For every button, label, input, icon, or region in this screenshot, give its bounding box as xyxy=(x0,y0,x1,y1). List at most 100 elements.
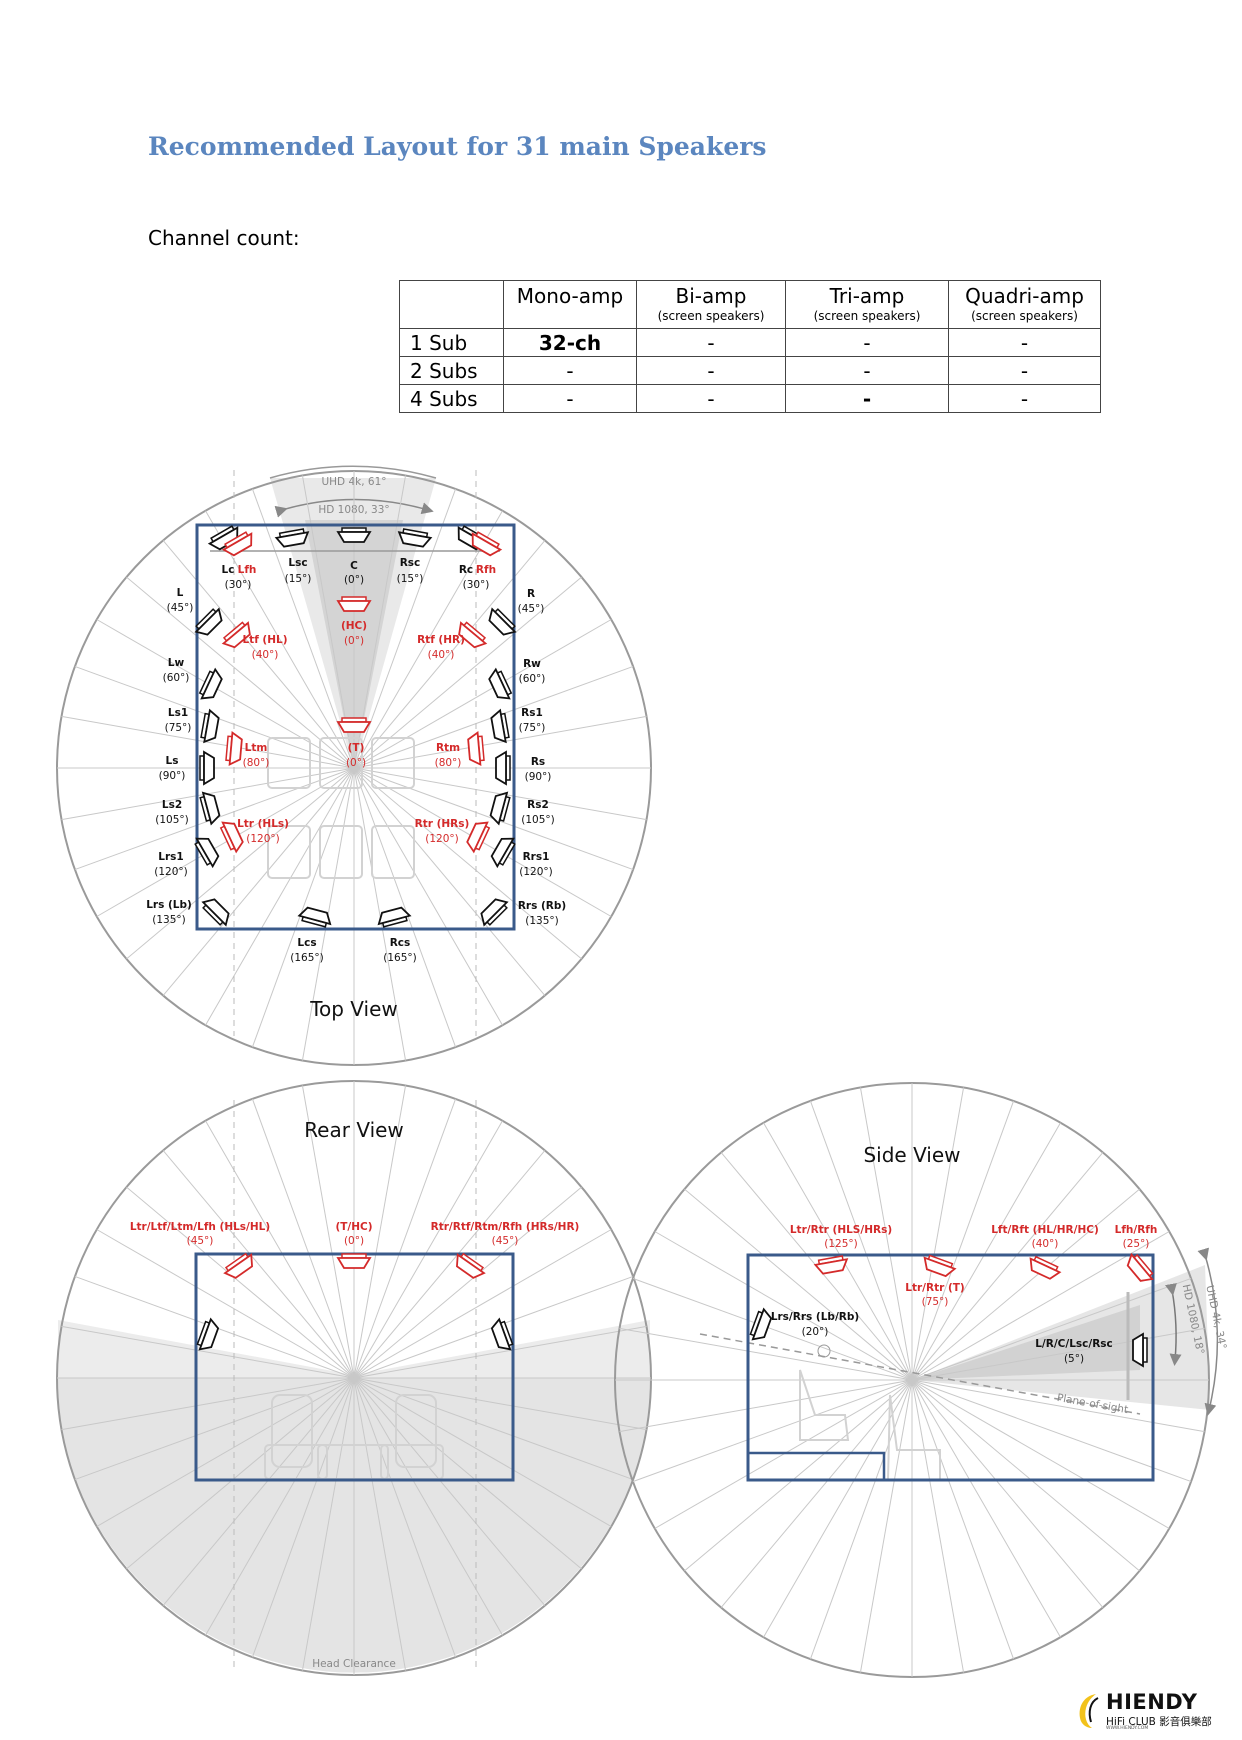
ray-line xyxy=(353,767,407,1061)
ray-line xyxy=(911,1379,1061,1638)
ray-line xyxy=(61,1325,355,1379)
speaker-l xyxy=(194,607,223,636)
label-c: C xyxy=(350,560,358,572)
label-rtr-angle: (120°) xyxy=(425,833,458,845)
side-lrc-label: L/R/C/Lsc/Rsc xyxy=(1035,1338,1113,1350)
table-row: 2 Subs - - - - xyxy=(399,356,1101,385)
side-ltr-label: Ltr/Rtr (HLS/HRs) xyxy=(790,1224,892,1236)
label-t: (T) xyxy=(348,742,365,754)
label-r-angle: (45°) xyxy=(518,603,545,615)
speaker-ls1 xyxy=(200,708,220,744)
ray-line xyxy=(684,1188,913,1381)
ray-line xyxy=(720,1379,913,1608)
label-r: R xyxy=(527,588,535,600)
ray-line xyxy=(353,1377,582,1570)
side-view-rays xyxy=(615,1083,1209,1677)
ray-line xyxy=(251,767,355,1048)
label-lrs1: Lrs1 xyxy=(158,851,183,863)
label-ls2-angle: (105°) xyxy=(155,814,188,826)
label-lw: Lw xyxy=(168,657,185,669)
side-view-room xyxy=(746,1253,1155,1482)
channel-count-table: Mono-amp Bi-amp(screen speakers) Tri-amp… xyxy=(399,280,1101,413)
label-rc-angle: (30°) xyxy=(463,579,490,591)
label-rw: Rw xyxy=(523,658,541,670)
speaker-rsc xyxy=(397,528,433,548)
table-cell: - xyxy=(948,328,1101,357)
ray-line xyxy=(162,1150,355,1379)
ray-line xyxy=(162,1377,355,1606)
side-speaker-top-rear xyxy=(813,1255,849,1275)
hd-arc xyxy=(274,498,434,518)
label-ls2: Ls2 xyxy=(162,799,182,811)
speaker-rtm xyxy=(467,730,485,767)
label-rrs: Rrs (Rb) xyxy=(518,900,566,912)
head-clearance-label: Head Clearance xyxy=(312,1658,396,1670)
ray-line xyxy=(205,1377,355,1636)
label-rsc: Rsc xyxy=(400,557,421,569)
side-ltrt-angle: (75°) xyxy=(922,1296,949,1308)
speaker-rrs1 xyxy=(490,837,516,869)
rear-center-angle: (0°) xyxy=(344,1235,364,1247)
top-view-seats xyxy=(267,737,415,879)
rear-speaker-top xyxy=(336,1253,372,1269)
label-l-angle: (45°) xyxy=(167,602,194,614)
ray-line xyxy=(353,576,582,769)
label-hc-angle: (0°) xyxy=(344,635,364,647)
uhd-arc xyxy=(269,465,437,479)
label-ls1-angle: (75°) xyxy=(165,722,192,734)
speaker-lc xyxy=(207,525,239,551)
ray-line xyxy=(632,1379,913,1483)
speaker-rtr xyxy=(466,821,491,854)
page-title: Recommended Layout for 31 main Speakers xyxy=(148,132,767,161)
speaker-lsc xyxy=(274,528,310,548)
label-rs1: Rs1 xyxy=(521,707,543,719)
label-rw-angle: (60°) xyxy=(519,673,546,685)
speaker-rs1 xyxy=(490,708,510,744)
top-view-title: Top View xyxy=(309,997,398,1021)
ray-line xyxy=(911,1327,1205,1381)
side-speaker-rear-surround xyxy=(749,1307,773,1341)
uhd-side-arc xyxy=(1197,1247,1219,1416)
ray-line xyxy=(353,510,503,769)
speaker-ltf xyxy=(221,621,251,649)
logo-main-text: HIENDY xyxy=(1106,1690,1198,1714)
speaker-ls2 xyxy=(199,791,221,826)
ray-line xyxy=(911,1122,1061,1381)
ray-line xyxy=(353,1085,407,1379)
label-rtm: Rtm xyxy=(436,742,460,754)
rear-view-speakers xyxy=(196,1252,514,1351)
label-lfh: Lfh xyxy=(238,564,257,576)
speaker-rs xyxy=(495,750,511,786)
ray-line xyxy=(911,1379,1170,1529)
ray-line xyxy=(126,767,355,960)
label-ltm: Ltm xyxy=(245,742,268,754)
table-cell: - xyxy=(636,384,786,413)
rear-right-label: Rtr/Rtf/Rtm/Rfh (HRs/HR) xyxy=(431,1221,580,1233)
riser-outline xyxy=(748,1451,886,1480)
ray-line xyxy=(911,1188,1140,1381)
ray-line xyxy=(859,1379,913,1673)
label-ltr: Ltr (HLs) xyxy=(237,818,289,830)
speaker-lw xyxy=(198,667,223,700)
hd-side-arc xyxy=(1165,1283,1182,1366)
label-ltf-angle: (40°) xyxy=(252,649,279,661)
speaker-lfh xyxy=(221,531,253,557)
ray-line xyxy=(251,1098,355,1379)
ray-line xyxy=(353,767,582,960)
ray-line xyxy=(353,1325,647,1379)
table-cell: - xyxy=(636,356,786,385)
speaker-r xyxy=(488,607,517,636)
table-cell: 1 Sub xyxy=(399,328,504,357)
ray-line xyxy=(809,1379,913,1660)
label-rrs1: Rrs1 xyxy=(523,851,550,863)
speaker-ls xyxy=(199,750,215,786)
label-lcs: Lcs xyxy=(297,937,316,949)
rear-left-angle: (45°) xyxy=(187,1235,214,1247)
ray-line xyxy=(911,1379,1015,1660)
ray-line xyxy=(911,1277,1192,1381)
side-view-seats xyxy=(799,1369,941,1481)
rear-left-label: Ltr/Ltf/Ltm/Lfh (HLs/HL) xyxy=(130,1221,270,1233)
side-lfh-angle: (25°) xyxy=(1123,1238,1150,1250)
ray-line xyxy=(619,1327,913,1381)
speaker-rs2 xyxy=(489,791,511,826)
